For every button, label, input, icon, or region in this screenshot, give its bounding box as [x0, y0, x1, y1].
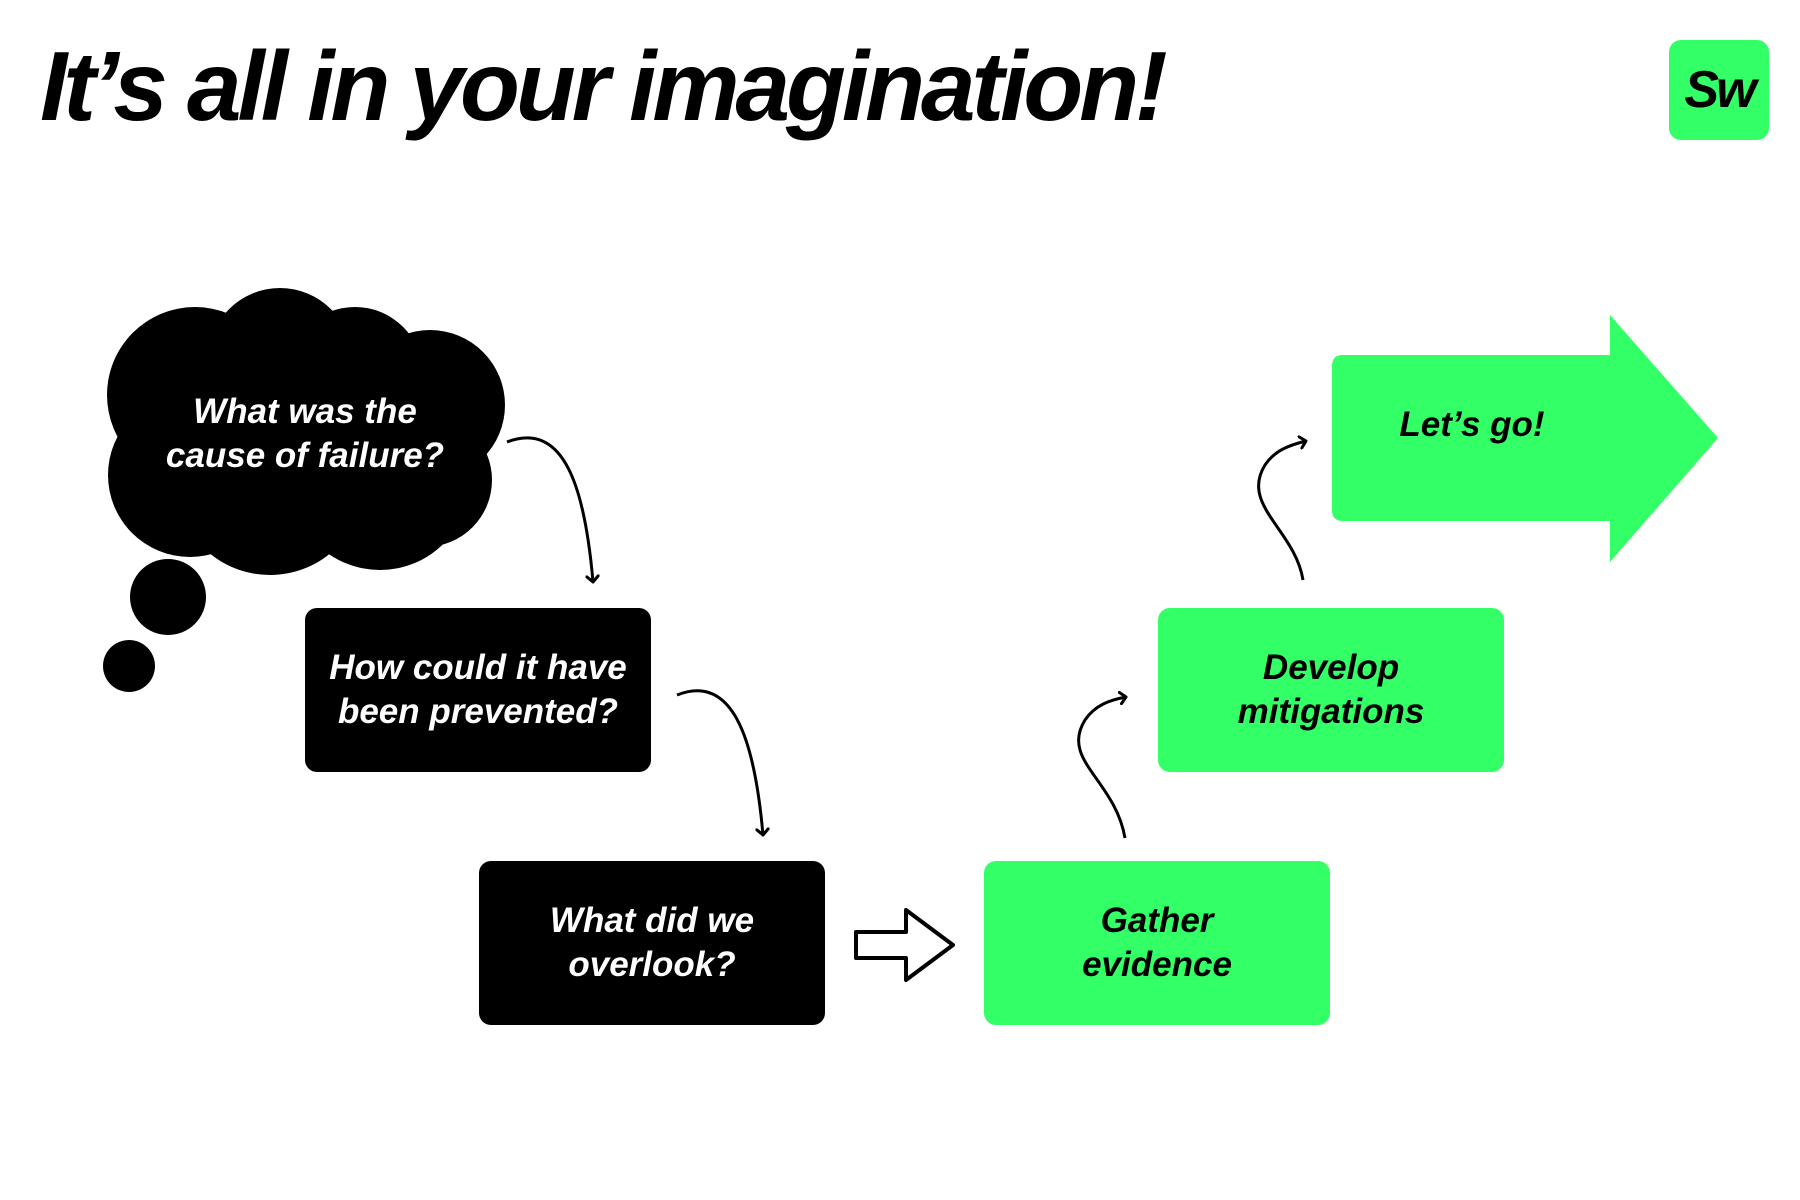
arrow-evidence-to-mitigations	[1077, 697, 1126, 839]
step-what-overlooked: What did we overlook?	[479, 861, 825, 1025]
thought-bubble-large	[130, 559, 206, 635]
thought-bubble-small	[103, 640, 155, 692]
step-cause-of-failure: What was the cause of failure?	[165, 392, 445, 475]
step-gather-evidence: Gather evidence	[984, 861, 1330, 1025]
arrow-cloud-to-prevented	[506, 436, 593, 582]
logo-text: Sw	[1684, 61, 1756, 119]
thought-cloud	[103, 288, 505, 692]
step-develop-mitigations: Develop mitigations	[1158, 608, 1504, 772]
lets-go-arrow-shape	[1332, 315, 1718, 562]
step-how-prevented: How could it have been prevented?	[305, 608, 651, 772]
arrow-prevented-to-overlook	[676, 689, 763, 835]
slide-title: It’s all in your imagination!	[40, 31, 1168, 141]
step-lets-go: Let’s go!	[1399, 405, 1545, 444]
sw-logo: Sw	[1669, 40, 1769, 140]
hollow-arrow-icon	[854, 908, 955, 982]
arrow-mitigations-to-letsgo	[1257, 441, 1306, 581]
